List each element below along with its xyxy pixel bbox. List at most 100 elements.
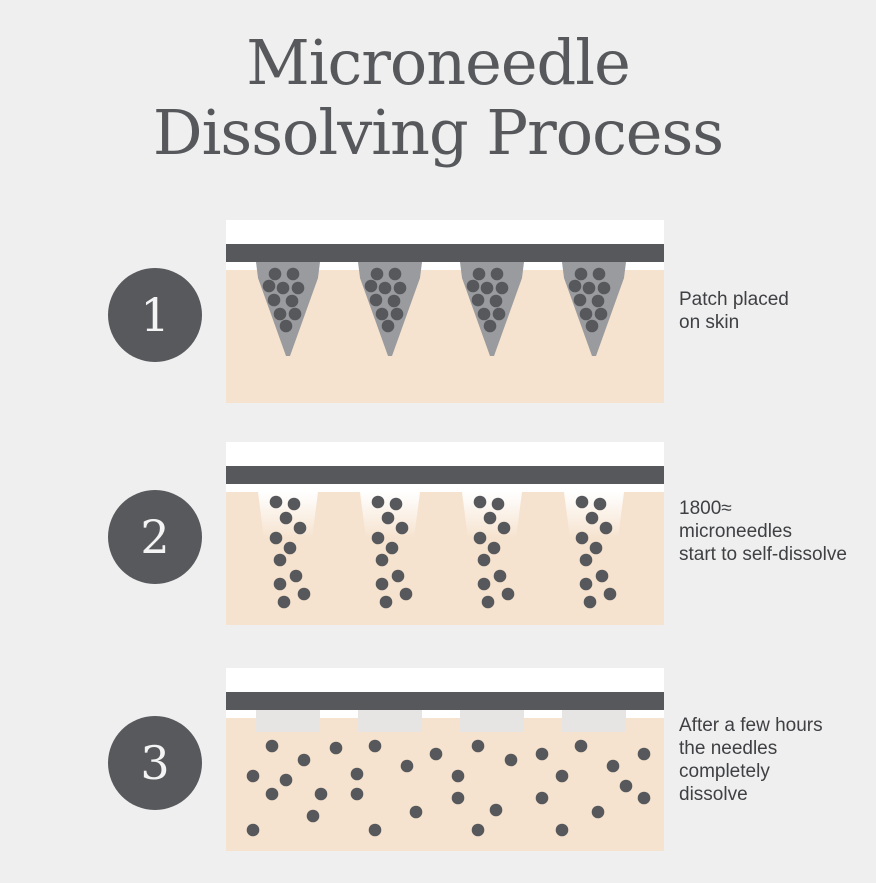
step-1-needle-particle [286,267,300,281]
step-3-needle-remnant [358,710,422,732]
step-3-absorbed-particle [265,787,279,801]
step-3-absorbed-particle [535,747,549,761]
step-1-patch-gap [226,262,664,270]
step-1-needle-particle [582,281,596,295]
step-1-needle-particle [375,307,389,321]
step-1-needle-particle [568,279,582,293]
step-2: 2 1800≈ microneedles start to self-disso… [0,442,876,632]
step-3-absorbed-particle [329,741,343,755]
step-2-dissolving-particle [477,577,491,591]
step-3-caption: After a few hours the needles completely… [679,714,874,806]
step-1-badge: 1 [108,268,202,362]
step-2-dissolving-particle [491,497,505,511]
step-3-absorbed-particle [489,803,503,817]
step-1-needle-particle [279,319,293,333]
step-2-dissolving-particle [595,569,609,583]
step-1-needle-particle [388,267,402,281]
step-3-caption-line: completely [679,761,770,782]
step-3-absorbed-particle [368,739,382,753]
step-2-skin-diagram [226,442,664,625]
step-2-dissolving-particle [371,531,385,545]
step-2-dissolving-particle [501,587,515,601]
step-1-needle-particle [472,267,486,281]
step-2-dissolving-particle [473,495,487,509]
step-3-needle-remnant [460,710,524,732]
step-1-needle-particle [393,281,407,295]
step-2-dissolving-particle [269,495,283,509]
step-2-dissolving-particle [297,587,311,601]
step-2-dissolving-particle [379,595,393,609]
step-1-skin-diagram [226,220,664,403]
step-1-needle-particle [579,307,593,321]
step-2-patch-gap [226,484,664,492]
step-2-dissolving-particle [283,541,297,555]
step-3-skin-surface [226,668,664,692]
step-3-absorbed-particle [504,753,518,767]
step-3-needle-remnant [256,710,320,732]
step-2-dissolving-particle [575,531,589,545]
step-2-dissolving-particle [385,541,399,555]
step-1-illustration [226,220,664,403]
step-2-dissolving-particle [375,553,389,567]
step-2-caption: 1800≈ microneedles start to self-dissolv… [679,497,874,566]
step-2-patch-backing [226,466,664,484]
step-2-dissolving-particle [483,511,497,525]
step-1-caption: Patch placed on skin [679,288,874,334]
step-1-needle-particle [370,267,384,281]
title-line-2: Dissolving Process [152,96,724,169]
step-1-needle-particle [594,307,608,321]
step-3-absorbed-particle [555,769,569,783]
step-1-needle-particle [574,267,588,281]
step-3-absorbed-particle [591,805,605,819]
step-3-absorbed-particle [246,769,260,783]
step-3-absorbed-particle [619,779,633,793]
step-2-dissolving-particle [289,569,303,583]
step-2-dissolving-particle [269,531,283,545]
step-3-absorbed-particle [314,787,328,801]
step-1-caption-line: Patch placed [679,289,789,310]
step-2-skin-surface [226,442,664,466]
step-1-needle-particle [276,281,290,295]
step-3-needle-remnant [562,710,626,732]
step-3-absorbed-particle [306,809,320,823]
step-3-absorbed-particle [265,739,279,753]
step-3-absorbed-particle [350,787,364,801]
page-title: Microneedle Dissolving Process [0,28,876,168]
step-1-needle-particle [273,307,287,321]
step-2-dissolving-particle [381,511,395,525]
step-1-needle-particle [591,294,605,308]
step-1-needle-particle [489,294,503,308]
step-2-dissolving-particle [391,569,405,583]
step-2-dissolving-particle [575,495,589,509]
step-1-needle-particle [490,267,504,281]
step-3-absorbed-particle [574,739,588,753]
step-3-absorbed-particle [555,823,569,837]
step-1-needle-particle [480,281,494,295]
step-2-dissolving-particle [371,495,385,509]
step-1-needle-particle [466,279,480,293]
step-3-absorbed-particle [637,791,651,805]
step-2-illustration [226,442,664,625]
step-3-absorbed-particle [471,823,485,837]
step-3-absorbed-particle [451,769,465,783]
step-1: 1 Patch placed on skin [0,220,876,410]
step-3-skin-diagram [226,668,664,851]
step-2-dissolving-particle [481,595,495,609]
step-1-skin-surface [226,220,664,244]
step-3-absorbed-particle [606,759,620,773]
step-1-needle-particle [288,307,302,321]
step-1-needle-particle [585,319,599,333]
step-2-dissolving-particle [599,521,613,535]
step-1-needle-particle [573,293,587,307]
step-1-needle-particle [291,281,305,295]
step-1-needle-particle [390,307,404,321]
step-2-dissolving-particle [279,511,293,525]
title-line-1: Microneedle [246,26,631,99]
step-3-absorbed-particle [350,767,364,781]
step-3: 3 After a few hours the needles complete… [0,668,876,858]
step-3-absorbed-particle [279,773,293,787]
step-2-dissolving-particle [395,521,409,535]
step-3-patch-backing [226,692,664,710]
step-2-caption-line: start to self-dissolve [679,544,847,565]
step-3-absorbed-particle [637,747,651,761]
